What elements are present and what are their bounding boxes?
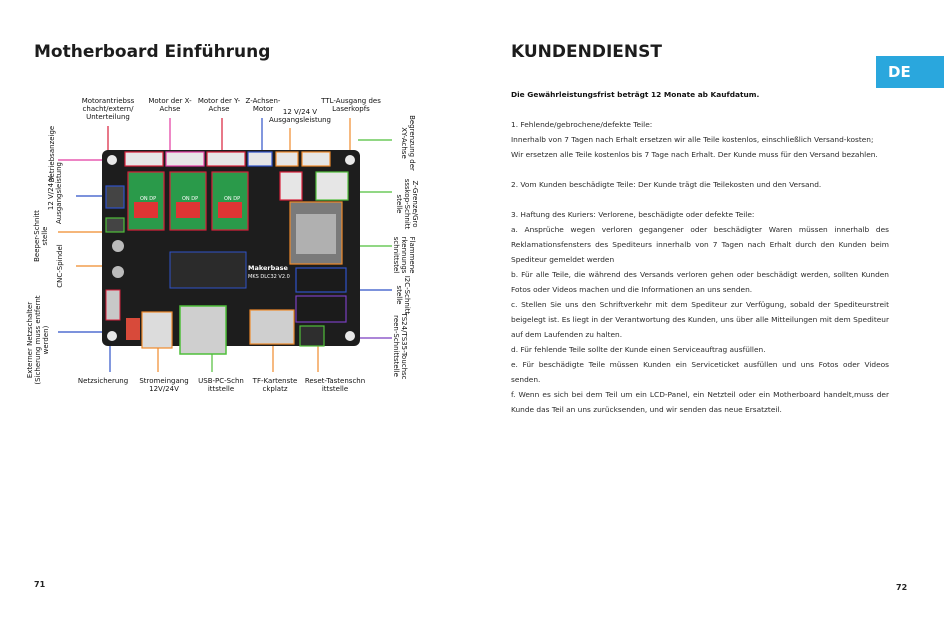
label-reset: Reset-Tastenschn ittstelle xyxy=(304,377,366,393)
header-z-motor xyxy=(206,151,246,167)
header-x-motor xyxy=(124,151,164,167)
page-title: Motherboard Einführung xyxy=(34,42,271,62)
para-7: 3. Haftung des Kuriers: Verlorene, besch… xyxy=(511,210,755,219)
dip-x xyxy=(134,202,158,218)
driver-y xyxy=(169,171,207,231)
right-page: KUNDENDIENST 72 xyxy=(475,0,950,618)
para-5: 2. Vom Kunden beschädigte Teile: Der Kun… xyxy=(511,180,822,189)
header-z2 xyxy=(247,151,273,167)
left-12v-header xyxy=(105,185,125,209)
mcu-area xyxy=(169,251,247,289)
board-brand: Makerbase xyxy=(248,264,289,272)
ext-switch-port xyxy=(126,318,140,340)
label-z-motor: Z-Achsen- Motor xyxy=(245,97,281,113)
para-3: Wir ersetzen alle Teile kostenlos bis 7 … xyxy=(511,150,878,159)
label-x-motor: Motor der X-Achse xyxy=(148,97,192,113)
para-8: a. Ansprüche wegen verloren gegangener o… xyxy=(511,225,889,264)
section-title: KUNDENDIENST xyxy=(511,42,662,62)
label-usb: USB-PC-Schn ittstelle xyxy=(198,377,244,393)
page-number: 71 xyxy=(34,580,46,589)
board-model: MKS DLC32 V2.0 xyxy=(248,274,290,280)
dip-y xyxy=(176,202,200,218)
usb-port xyxy=(179,305,227,355)
label-motor-driver-slot: Motorantriebss chacht/extern/ Unterteilu… xyxy=(81,97,135,121)
dip-label-x: ON DP xyxy=(140,196,156,202)
capacitor-2 xyxy=(112,266,124,278)
header-12v xyxy=(275,151,299,167)
para-1: 1. Fehlende/gebrochene/defekte Teile: xyxy=(511,120,653,129)
dip-label-y: ON DP xyxy=(182,196,198,202)
capacitor-1 xyxy=(112,240,124,252)
header-ttl xyxy=(301,151,331,167)
motherboard-diagram: ON DP ON DP ON DP Makerbase MKS DLC32 V2… xyxy=(58,118,392,372)
language-tab: DE xyxy=(876,56,944,88)
reset-button xyxy=(299,325,325,347)
limit-z-header xyxy=(315,171,349,201)
para-2: Innerhalb von 7 Tagen nach Erhalt ersetz… xyxy=(511,135,874,144)
esp32-shield xyxy=(296,214,336,254)
fuse xyxy=(105,289,121,321)
dip-label-z: ON DP xyxy=(224,196,240,202)
label-tf-card: TF-Kartenste ckplatz xyxy=(252,377,298,393)
dip-z xyxy=(218,202,242,218)
para-13: f. Wenn es sich bei dem Teil um ein LCD-… xyxy=(511,390,889,414)
limit-xy-header xyxy=(279,171,303,201)
left-page: Motherboard Einführung 71 Motorantriebss… xyxy=(26,42,419,589)
label-power-input: Stromeingang 12V/24V xyxy=(139,377,189,393)
driver-x xyxy=(127,171,165,231)
warranty-statement: Die Gewährleistungsfrist beträgt 12 Mona… xyxy=(511,90,760,99)
driver-z xyxy=(211,171,249,231)
mount-hole-tl xyxy=(107,155,117,165)
label-y-motor: Motor der Y-Achse xyxy=(197,97,241,113)
i2c-header xyxy=(295,267,347,293)
beeper-header xyxy=(105,217,125,233)
service-body: 1. Fehlende/gebrochene/defekte Teile: In… xyxy=(511,117,889,417)
warranty-text: Die Gewährleistungsfrist beträgt 12 Mona… xyxy=(511,87,889,102)
tf-slot xyxy=(249,309,295,345)
label-fuse: Netzsicherung xyxy=(77,377,129,385)
para-11: d. Für fehlende Teile sollte der Kunde e… xyxy=(511,345,766,354)
page-number-right: 72 xyxy=(896,583,908,592)
mount-hole-br xyxy=(345,331,355,341)
touch-header xyxy=(295,295,347,323)
label-12v-24v-output-top: 12 V/24 V Ausgangsleistung xyxy=(268,108,332,124)
para-10: c. Stellen Sie uns den Schriftverkehr mi… xyxy=(511,300,889,339)
label-ttl-laser: TTL-Ausgang des Laserkopfs xyxy=(321,97,381,113)
power-input-port xyxy=(141,311,173,349)
mount-hole-tr xyxy=(345,155,355,165)
para-9: b. Für alle Teile, die während des Versa… xyxy=(511,270,889,294)
mount-hole-bl xyxy=(107,331,117,341)
header-y-motor xyxy=(165,151,205,167)
para-12: e. Für beschädigte Teile müssen Kunden e… xyxy=(511,360,889,384)
